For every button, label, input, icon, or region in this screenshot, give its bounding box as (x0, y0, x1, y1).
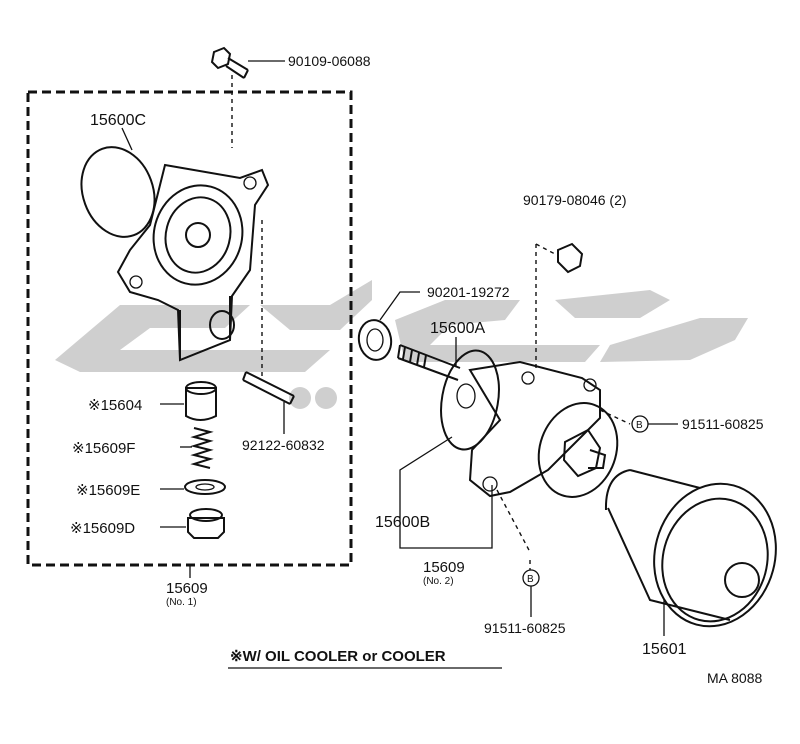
filter-bracket-left (116, 163, 270, 362)
label-15609f: ※15609F (72, 440, 135, 457)
label-90179-08046: 90179-08046 (2) (523, 192, 627, 208)
label-90201-19272: 90201-19272 (427, 284, 510, 300)
gasket-90201 (357, 291, 420, 361)
label-15609-right: 15609 (423, 559, 465, 576)
oil-filter-15601 (604, 469, 777, 636)
marker-b-right-label: B (636, 420, 643, 431)
label-15609e: ※15609E (76, 482, 140, 499)
label-92122-60832: 92122-60832 (242, 437, 325, 453)
label-91511-60825-bottom: 91511-60825 (484, 620, 566, 636)
diagram-code: MA 8088 (707, 670, 762, 686)
label-15600c: 15600C (90, 112, 146, 129)
label-15609d: ※15609D (70, 520, 135, 537)
label-15600b: 15600B (375, 514, 430, 531)
label-15609-left: 15609 (166, 580, 208, 597)
applicability-note: ※W/ OIL COOLER or COOLER (230, 648, 446, 665)
washer-15609e (160, 479, 226, 495)
watermark-logo (55, 280, 748, 409)
label-15604: ※15604 (88, 397, 142, 414)
spring-15609f (180, 427, 214, 469)
label-no1: (No. 1) (166, 597, 197, 608)
label-15601: 15601 (642, 641, 687, 658)
stud-92122 (242, 220, 295, 434)
filter-bracket-right (440, 349, 619, 498)
valve-15604 (160, 381, 217, 421)
label-no2: (No. 2) (423, 576, 454, 587)
label-90109-06088: 90109-06088 (288, 53, 371, 69)
plug-15609d (160, 508, 225, 539)
bolt-90109 (210, 46, 285, 148)
o-ring-15600c (80, 146, 156, 238)
label-91511-60825-right: 91511-60825 (682, 416, 764, 432)
label-15600a: 15600A (430, 320, 485, 337)
bolt-90179 (535, 242, 584, 372)
marker-b-bottom-label: B (527, 574, 534, 585)
